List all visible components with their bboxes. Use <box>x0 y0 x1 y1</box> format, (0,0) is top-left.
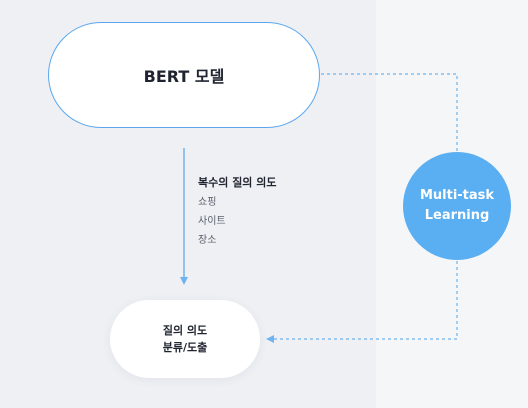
intent-item-site: 사이트 <box>198 216 226 227</box>
multitask-to-output-dashed-arrow <box>266 261 458 343</box>
bert-to-multitask-dashed-line <box>321 73 458 151</box>
intent-item-shopping: 쇼핑 <box>198 197 217 208</box>
intent-list-title: 복수의 질의 의도 <box>198 176 277 189</box>
intent-classification-node: 질의 의도 분류/도출 <box>110 300 260 378</box>
intent-classification-line2: 분류/도출 <box>162 341 208 354</box>
multitask-learning-line2: Learning <box>424 208 490 223</box>
intent-item-place: 장소 <box>198 235 217 246</box>
multitask-learning-node: Multi-task Learning <box>403 152 511 260</box>
intent-list: 복수의 질의 의도 쇼핑 사이트 장소 <box>198 176 277 253</box>
multitask-learning-line1: Multi-task <box>419 188 495 203</box>
bert-model-node: BERT 모델 <box>48 22 320 128</box>
intent-classification-line1: 질의 의도 <box>162 324 208 337</box>
bert-model-label: BERT 모델 <box>143 67 225 86</box>
